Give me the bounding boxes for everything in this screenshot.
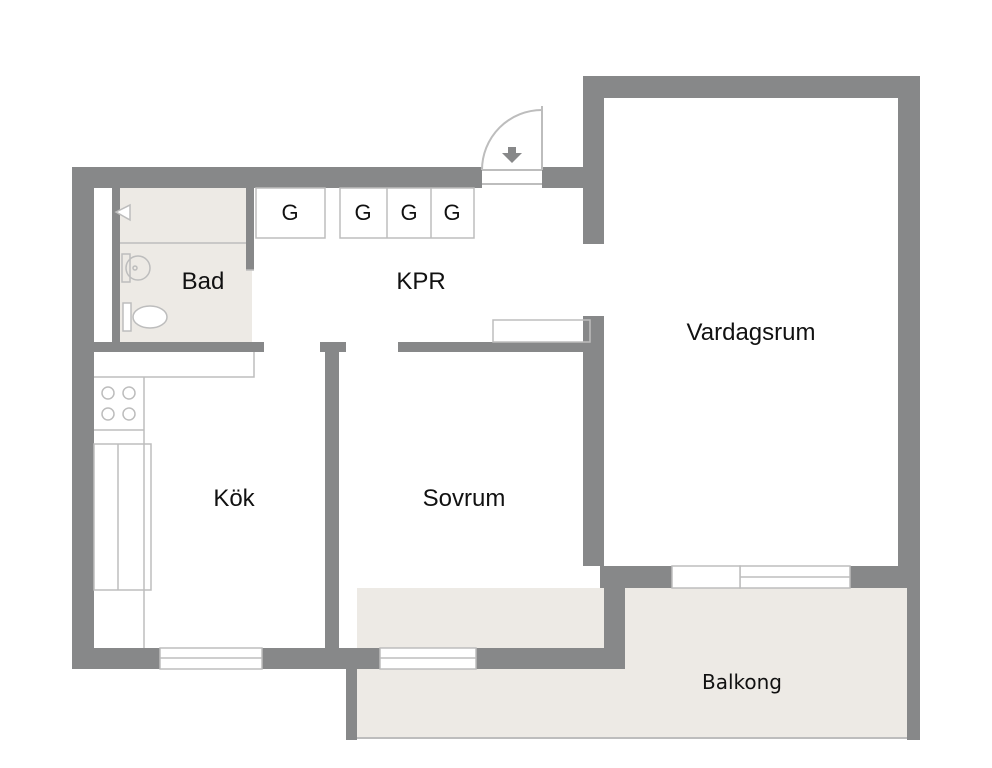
closet-label: G: [281, 200, 299, 225]
closets-outline: [255, 187, 475, 239]
sink-icon: [121, 253, 151, 283]
hall-cabinet: [492, 319, 591, 343]
room-label-kpr: KPR: [396, 268, 446, 295]
room-label-balkong: Balkong: [701, 670, 783, 694]
room-label-sovrum: Sovrum: [422, 485, 506, 512]
kitchen-counter: [93, 352, 255, 648]
closet-label: G: [354, 200, 372, 225]
closet-label: G: [400, 200, 418, 225]
entrance-arrow-icon: [502, 147, 522, 163]
shower-icon: [114, 203, 131, 222]
balcony-floor-upper: [625, 588, 907, 668]
bathroom-fixtures: [120, 242, 254, 271]
windows: [159, 244, 851, 670]
room-label-vardagsrum: Vardagsrum: [686, 319, 816, 346]
room-label-kok: Kök: [213, 485, 255, 512]
stove-icon: [101, 386, 136, 421]
walls: [72, 76, 920, 740]
closet-label: G: [443, 200, 461, 225]
toilet-icon: [122, 302, 168, 332]
entrance-door: [481, 106, 543, 185]
room-label-bad: Bad: [181, 268, 225, 295]
